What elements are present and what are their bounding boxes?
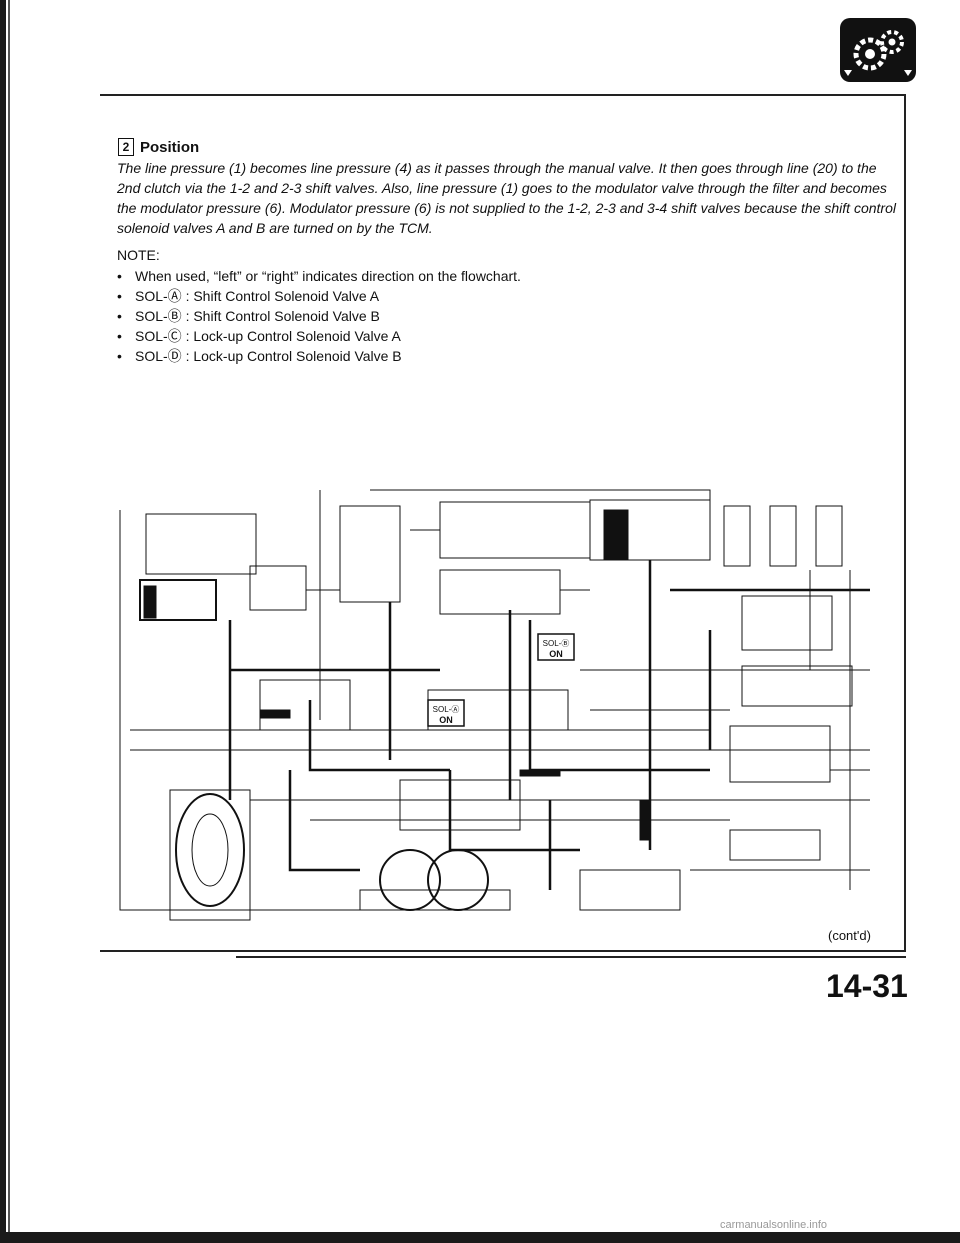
watermark-text: carmanualsonline.info bbox=[720, 1219, 828, 1231]
continued-label: (cont'd) bbox=[828, 928, 871, 943]
page-edge bbox=[0, 0, 6, 1243]
note-list: •When used, “left” or “right” indicates … bbox=[117, 266, 521, 366]
hydraulic-circuit-diagram: SOL-Ⓐ ON SOL-Ⓑ ON bbox=[119, 489, 870, 921]
page-edge-line bbox=[8, 0, 10, 1243]
note-item: •SOL-Ⓒ : Lock-up Control Solenoid Valve … bbox=[117, 328, 401, 344]
note-label: NOTE: bbox=[117, 247, 160, 263]
note-item: •SOL-Ⓑ : Shift Control Solenoid Valve B bbox=[117, 308, 380, 324]
sol-a-label: SOL-Ⓐ bbox=[433, 705, 460, 714]
heading-title: Position bbox=[140, 138, 200, 156]
sol-b-on-label: ON bbox=[549, 649, 563, 659]
content-frame bbox=[100, 94, 906, 952]
sol-b-label: SOL-Ⓑ bbox=[543, 639, 570, 648]
footer-rule bbox=[236, 956, 906, 958]
gear-position-box: 2 bbox=[118, 138, 134, 156]
section-heading: 2 Position bbox=[118, 138, 199, 156]
sol-a-on-label: ON bbox=[439, 715, 453, 725]
note-item: •SOL-Ⓐ : Shift Control Solenoid Valve A bbox=[117, 288, 380, 304]
note-item: •When used, “left” or “right” indicates … bbox=[117, 268, 521, 284]
page-bottom-edge bbox=[0, 1232, 960, 1243]
page-number: 14-31 bbox=[826, 968, 908, 1004]
note-item: •SOL-Ⓓ : Lock-up Control Solenoid Valve … bbox=[117, 348, 402, 364]
transmission-gear-icon bbox=[840, 18, 916, 82]
description-paragraph: The line pressure (1) becomes line press… bbox=[117, 160, 896, 236]
